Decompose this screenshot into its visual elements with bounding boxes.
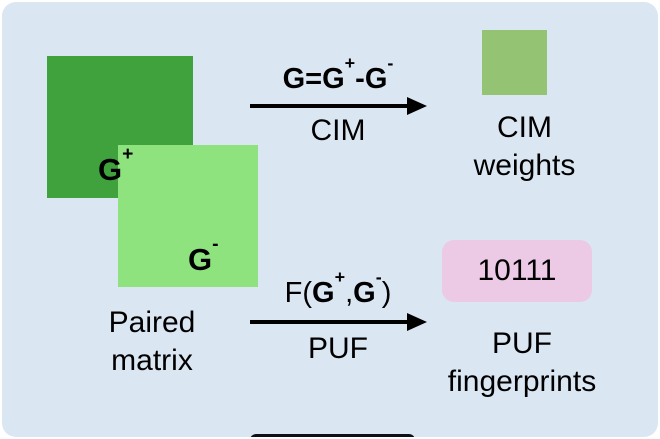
- puf-caption-line1: PUF: [492, 327, 552, 360]
- cim-label: CIM: [310, 114, 366, 147]
- cim-weights-caption-line1: CIM: [497, 111, 552, 144]
- g-minus-label: G-: [188, 235, 219, 278]
- puf-function-sup1: +: [334, 267, 346, 288]
- fingerprint-value: 10111: [477, 254, 557, 287]
- paired-matrix-caption: Paired matrix: [42, 304, 262, 380]
- cim-equation-sup1: +: [344, 53, 356, 74]
- g-minus-superscript: -: [212, 234, 219, 256]
- puf-function-comma: ,: [345, 277, 354, 309]
- g-plus-superscript: +: [122, 144, 134, 166]
- puf-function-open: F(: [284, 277, 313, 309]
- g-plus-label: G+: [98, 145, 133, 188]
- puf-function: F(G+,G-): [242, 268, 434, 310]
- puf-function-g1: G: [312, 277, 335, 309]
- puf-function-g2: G: [353, 277, 376, 309]
- paired-caption-line2: matrix: [111, 344, 193, 377]
- g-minus-base: G: [188, 242, 213, 277]
- cim-equation-part1: G=G: [282, 63, 345, 95]
- cim-arrow-icon: [250, 97, 427, 115]
- fingerprint-box: 10111: [442, 240, 592, 302]
- puf-arrow-icon: [250, 313, 427, 331]
- paired-caption-line1: Paired: [108, 306, 196, 339]
- puf-function-close: ): [381, 277, 392, 309]
- cim-equation-part2: -G: [355, 63, 388, 95]
- cim-weights-square: [482, 30, 547, 95]
- puf-label: PUF: [308, 332, 368, 365]
- bottom-crop-bar: [250, 434, 415, 437]
- puf-fingerprints-caption: PUF fingerprints: [417, 325, 627, 401]
- g-minus-matrix-square: [118, 145, 258, 287]
- puf-function-sup2: -: [375, 267, 382, 288]
- cim-equation-sup2: -: [387, 53, 394, 74]
- cim-equation: G=G+-G-: [242, 54, 434, 96]
- puf-caption-line2: fingerprints: [447, 365, 597, 398]
- cim-weights-caption: CIM weights: [432, 109, 617, 185]
- g-plus-base: G: [98, 152, 123, 187]
- cim-weights-caption-line2: weights: [473, 149, 576, 182]
